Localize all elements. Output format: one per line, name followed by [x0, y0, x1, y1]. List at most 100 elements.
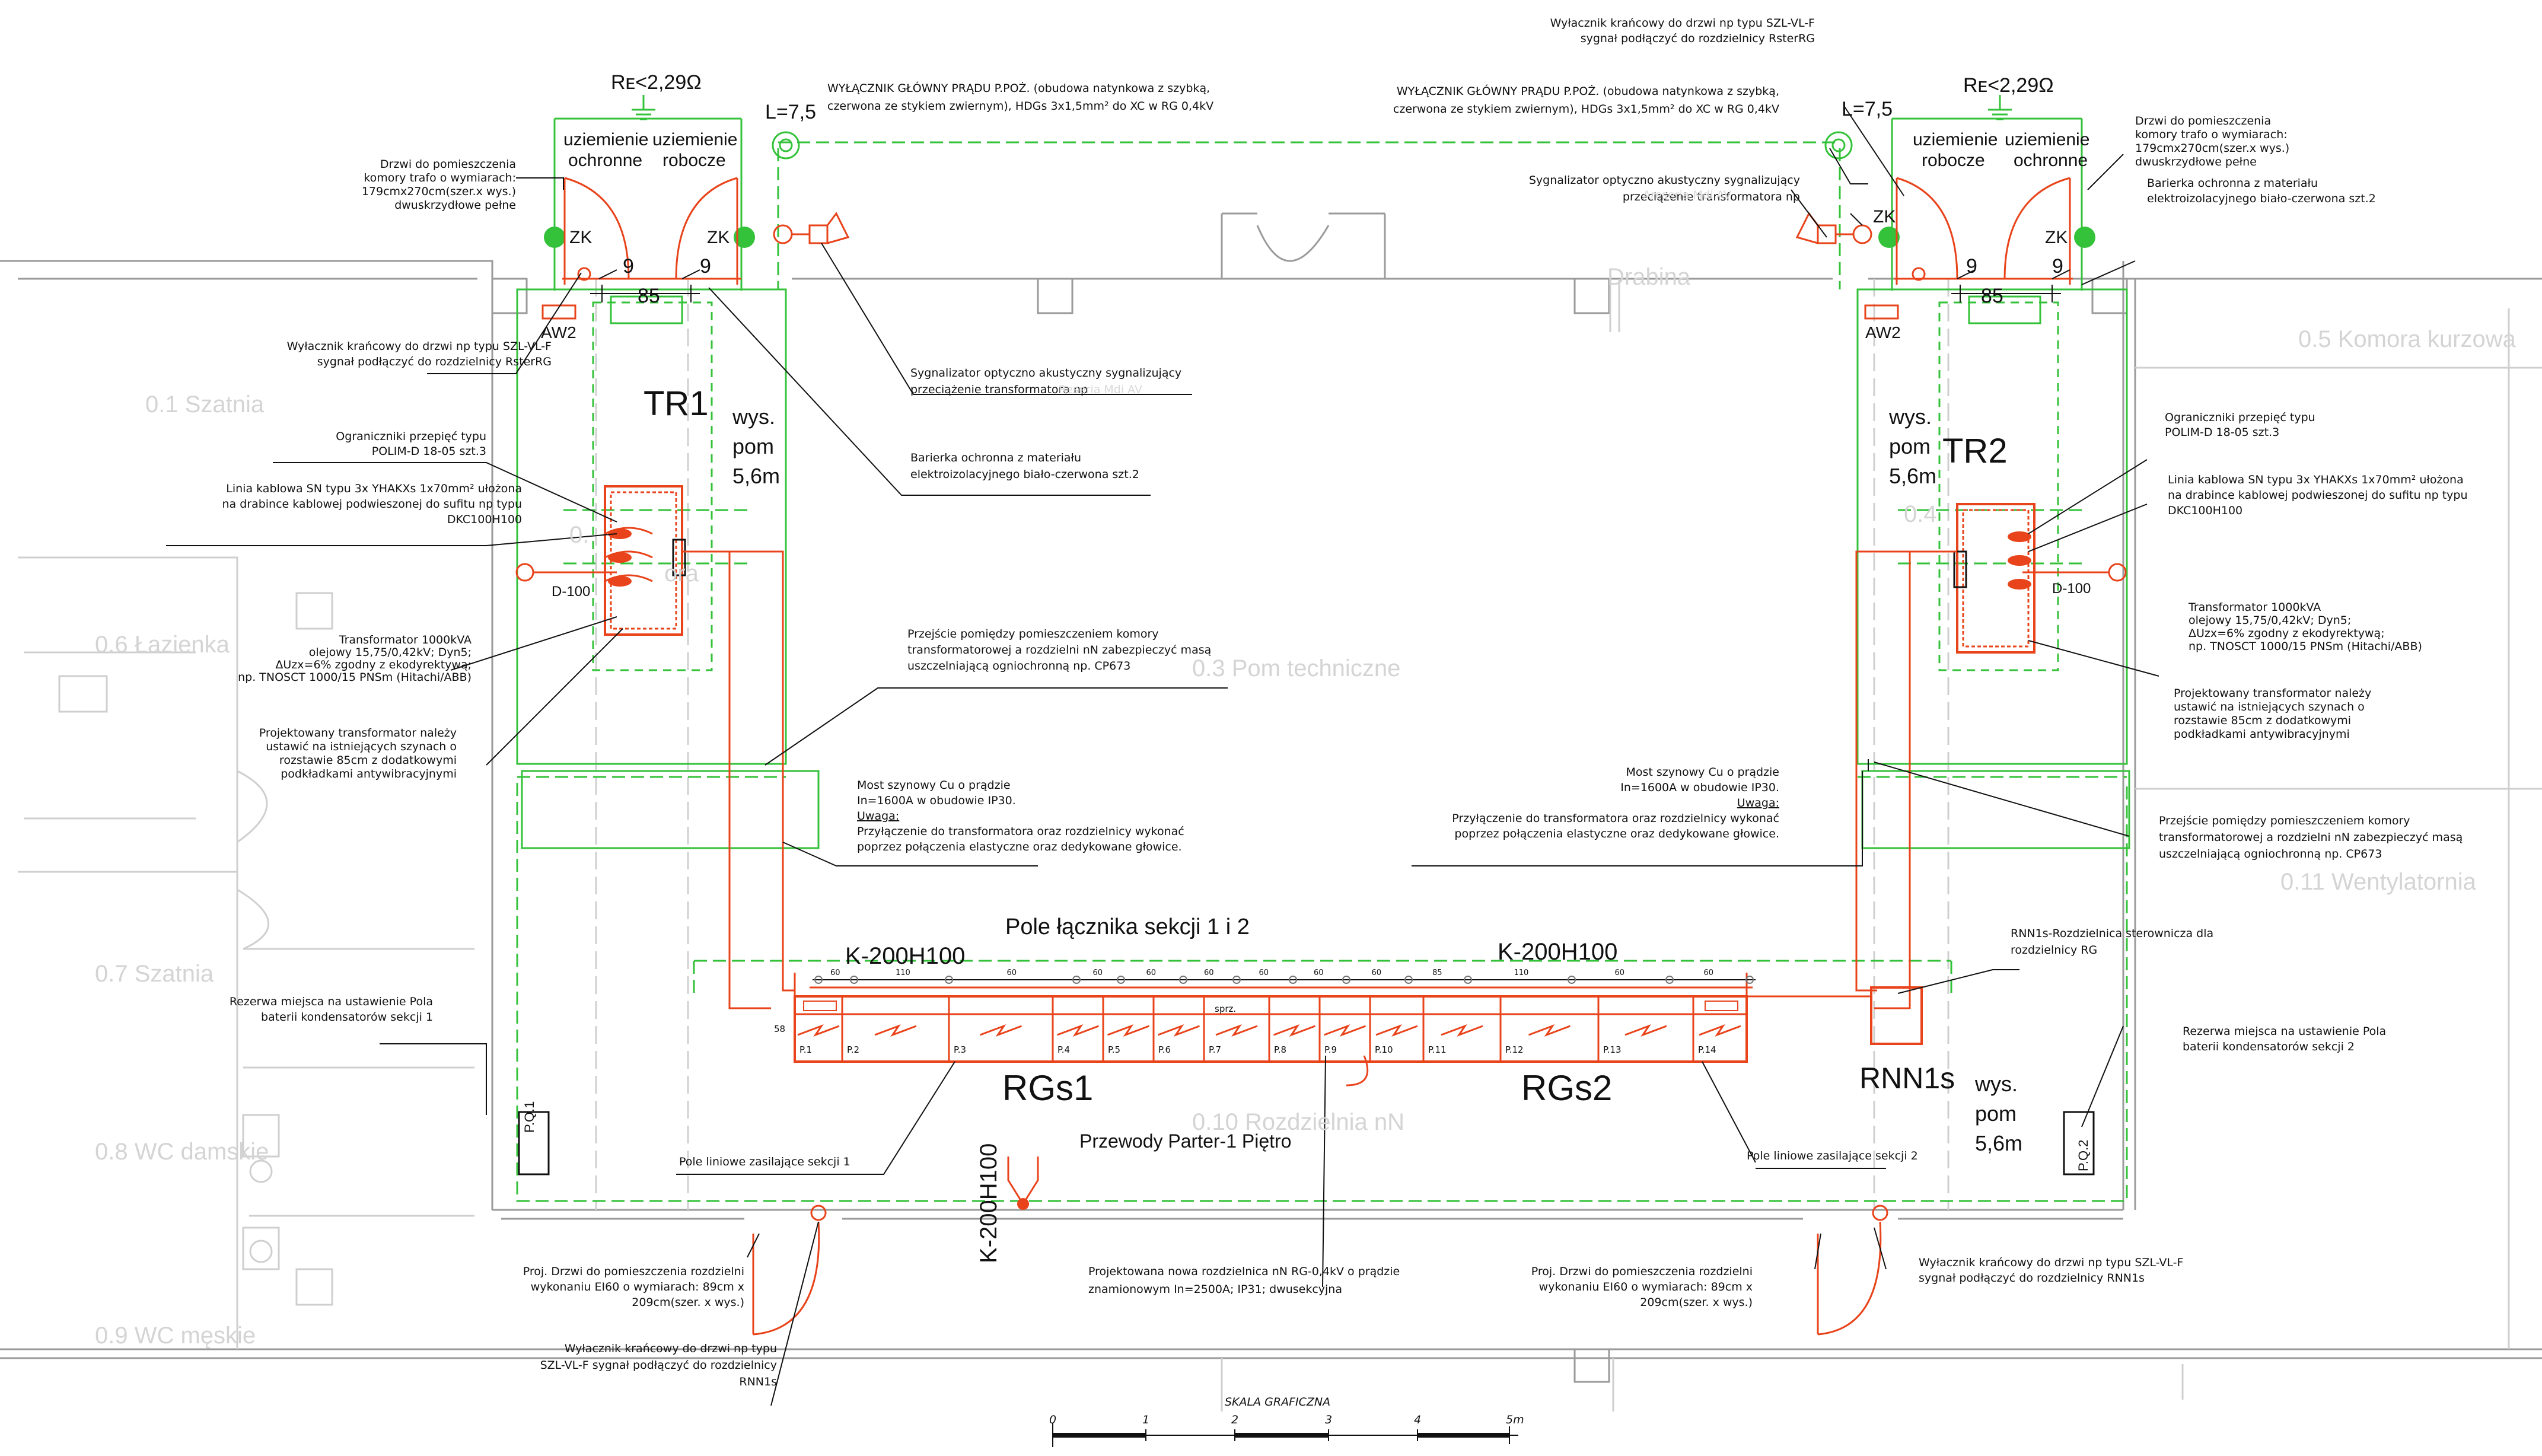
room-wc-meskie: 0.9 WC męskie: [95, 1323, 256, 1349]
busbar-dim-value: 110: [1514, 968, 1529, 977]
label-wys-right-3: 5,6m: [1889, 464, 1936, 488]
label-po2: P.Q.2: [2076, 1140, 2091, 1171]
label-d100-left: D-100: [552, 584, 590, 600]
label-ochronne-l: ochronne: [568, 151, 642, 170]
busbar-dim-tick: [1404, 976, 1413, 984]
panel-label: P.7: [1209, 1044, 1221, 1055]
note-wylacznik-glowny-left: WYŁĄCZNIK GŁÓWNY PRĄDU P.POŻ. (obudowa n…: [827, 81, 1213, 113]
building-walls: [0, 212, 2542, 1412]
incomer-box: [803, 1001, 837, 1011]
label-rgs2: RGs2: [1521, 1068, 1612, 1108]
panel-label: P.11: [1428, 1044, 1447, 1055]
busbar-dim-value: 60: [1259, 968, 1269, 977]
label-zk-1: ZK: [569, 228, 592, 247]
panel-label: P.4: [1057, 1044, 1070, 1055]
scale-tick: 3: [1325, 1413, 1332, 1426]
busbar-dim-tick: [1232, 976, 1241, 984]
panel-label: P.3: [954, 1044, 966, 1055]
busbar-dim-tick: [1117, 976, 1125, 984]
breaker-symbol: [1441, 1024, 1483, 1037]
label-robocze-l: robocze: [662, 151, 726, 170]
busbar-dim-value: 60: [1615, 968, 1625, 977]
room-szatnia-7: 0.7 Szatnia: [95, 961, 214, 987]
breaker-symbol: [1699, 1024, 1741, 1037]
note-sygnalizator-right: Sygnalizator optyczno akustyczny sygnali…: [1529, 174, 1800, 203]
note-wylacznik-glowny-right: WYŁĄCZNIK GŁÓWNY PRĄDU P.POŻ. (obudowa n…: [1393, 84, 1779, 116]
dimension-lines: [590, 269, 2070, 302]
label-sprz: sprz.: [1215, 1003, 1236, 1014]
note-wylacznik-bottom-right: Wyłacznik krańcowy do drzwi np typu SZL-…: [1919, 1256, 2183, 1285]
label-wys-left-2: pom: [732, 434, 774, 458]
transformer-room-right: [1855, 177, 2127, 1009]
label-uziem-r2: uziemienie: [2005, 130, 2089, 149]
scale-tick: 0: [1049, 1413, 1056, 1426]
panel-label: P.1: [799, 1044, 812, 1055]
panel-label: P.12: [1505, 1044, 1524, 1055]
label-zk-2: ZK: [707, 228, 730, 247]
label-tr2: TR2: [1942, 432, 2008, 470]
label-kanal-left: K-200H100: [845, 943, 965, 969]
room-komora-kurzowa: 0.5 Komora kurzowa: [2298, 326, 2516, 352]
label-aw2-left: AW2: [541, 323, 576, 342]
panel-label: P.14: [1698, 1044, 1716, 1055]
label-aw2-right: AW2: [1865, 323, 1901, 342]
busbar-dim-tick: [1568, 976, 1576, 984]
label-dim-85-left: 85: [638, 285, 660, 307]
label-dim-85-right: 85: [1981, 285, 2003, 307]
breaker-symbol: [1323, 1024, 1366, 1037]
note-wylacznik-krancowy-left: Wyłacznik krańcowy do drzwi np typu SZL-…: [287, 340, 552, 368]
label-wys-bottom-1: wys.: [1974, 1072, 2018, 1096]
label-ochronne-r: ochronne: [2014, 151, 2088, 170]
room-faint-02: 0.: [569, 522, 589, 548]
busbar-dim-tick: [1289, 976, 1297, 984]
breaker-symbol: [979, 1024, 1022, 1037]
earth-markers: [544, 227, 2095, 248]
busbar-dim-tick: [1072, 976, 1081, 984]
label-przewody: Przewody Parter-1 Piętro: [1079, 1130, 1291, 1152]
breaker-symbol: [1273, 1024, 1316, 1037]
label-robocze-r: robocze: [1922, 151, 1985, 170]
scale-tick: 2: [1231, 1413, 1238, 1426]
incomer-box: [1705, 1001, 1738, 1011]
panel-label: P.13: [1603, 1044, 1622, 1055]
label-zk-4: ZK: [2045, 228, 2068, 247]
breaker-symbol: [1624, 1024, 1667, 1037]
scale-tick: 5m: [1506, 1413, 1524, 1426]
label-rgs1: RGs1: [1002, 1068, 1093, 1108]
label-re-right: Rᴇ<2,29Ω: [1963, 74, 2054, 97]
panel-label: P.8: [1274, 1044, 1286, 1055]
panel-label: P.10: [1375, 1044, 1393, 1055]
note-projektowana-rg: Projektowana nowa rozdzielnica nN RG-0,4…: [1088, 1265, 1400, 1296]
label-kanal-vertical: K-200H100: [976, 1143, 1002, 1263]
label-pole-lacznika: Pole łącznika sekcji 1 i 2: [1005, 915, 1250, 939]
room-szatnia-1: 0.1 Szatnia: [145, 391, 265, 418]
label-l75-right: L=7,5: [1842, 98, 1893, 120]
label-uziem-r1: uziemienie: [1913, 130, 1998, 149]
room-faint-ora: ora: [664, 560, 699, 587]
note-pole-liniowe-2: Pole liniowe zasilające sekcji 2: [1747, 1149, 1918, 1162]
room-pom-techniczne: 0.3 Pom techniczne: [1192, 655, 1400, 681]
scale-tick: 1: [1142, 1413, 1149, 1426]
label-re-left: Rᴇ<2,29Ω: [611, 71, 702, 94]
label-zk-3: ZK: [1873, 207, 1896, 227]
room-wc-damskie: 0.8 WC damskie: [95, 1139, 269, 1165]
label-wys-right-2: pom: [1889, 434, 1931, 458]
busbar-dim-value: 60: [1204, 968, 1214, 977]
note-wylacznik-krancowy-top-right: Wyłacznik krańcowy do drzwi np typu SZL-…: [1550, 17, 1815, 45]
panel-dividers: [797, 996, 1741, 1062]
note-linia-kablowa-right: Linia kablowa SN typu 3x YHAKXs 1x70mm² …: [2168, 473, 2468, 517]
panel-label: P.9: [1324, 1044, 1337, 1055]
label-wys-bottom-2: pom: [1975, 1101, 2017, 1126]
room-drabina: Drabina: [1607, 264, 1691, 290]
breaker-symbol: [1375, 1024, 1418, 1037]
busbar-dim-value: 60: [830, 968, 840, 977]
note-przejscie-left: Przejście pomiędzy pomieszczeniem komory…: [907, 627, 1211, 673]
